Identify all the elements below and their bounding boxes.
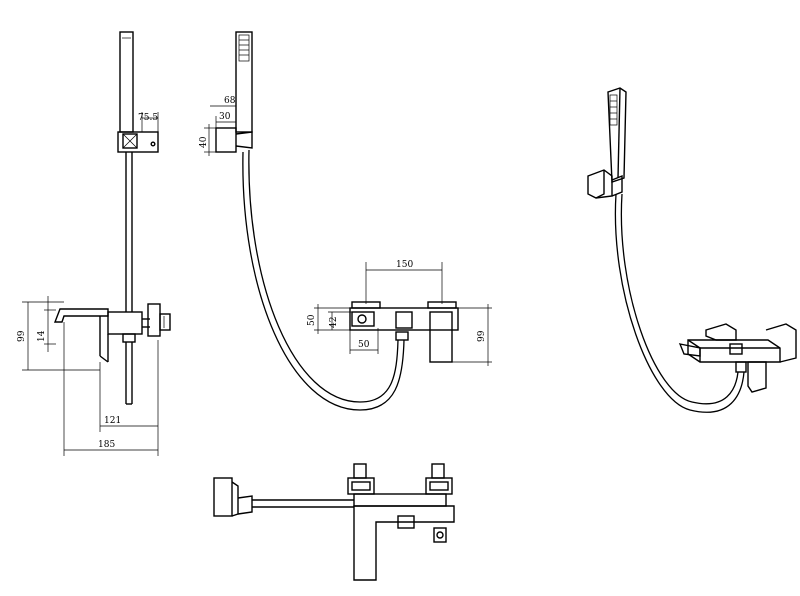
dim-121: 121 bbox=[104, 416, 121, 426]
persp-bracket bbox=[587, 169, 613, 199]
side-bracket bbox=[117, 131, 159, 153]
dim-185: 185 bbox=[98, 440, 115, 450]
top-wall-bracket bbox=[213, 477, 233, 517]
top-handle-left bbox=[353, 463, 367, 479]
dim-50-width: 50 bbox=[358, 340, 370, 350]
dim-99-front: 99 bbox=[477, 330, 487, 342]
dim-68: 68 bbox=[224, 96, 236, 106]
front-view: 68 30 40 150 50 42 50 99 bbox=[199, 31, 492, 411]
dim-30: 30 bbox=[219, 112, 231, 122]
persp-hose bbox=[614, 193, 745, 413]
dim-42: 42 bbox=[329, 317, 339, 328]
persp-handshower bbox=[607, 87, 627, 183]
dim-99-side: 99 bbox=[17, 330, 27, 342]
dim-40: 40 bbox=[199, 136, 209, 148]
dim-50-height: 50 bbox=[307, 314, 317, 326]
dim-75-5: 75.5 bbox=[138, 113, 158, 123]
perspective-view bbox=[587, 87, 797, 413]
front-bracket bbox=[215, 127, 237, 153]
side-handshower bbox=[119, 31, 134, 133]
top-spout bbox=[353, 505, 455, 581]
side-mixer-body bbox=[107, 311, 143, 335]
dim-14: 14 bbox=[37, 330, 47, 342]
top-handle-right bbox=[431, 463, 445, 479]
top-mixer-body bbox=[353, 493, 447, 507]
side-spout bbox=[53, 308, 109, 323]
front-mixer-body bbox=[349, 307, 459, 331]
persp-spout bbox=[678, 343, 701, 357]
top-view bbox=[213, 463, 455, 581]
front-spout bbox=[429, 311, 453, 363]
front-hose bbox=[242, 151, 405, 411]
front-handshower bbox=[235, 31, 253, 133]
persp-mixer-body bbox=[687, 339, 781, 363]
side-view: 75.5 99 14 121 185 bbox=[17, 31, 171, 456]
dim-150: 150 bbox=[396, 260, 413, 270]
